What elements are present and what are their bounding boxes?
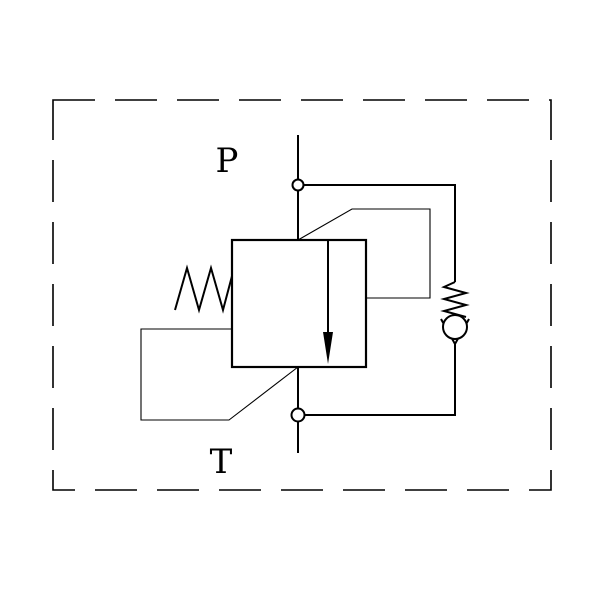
check-valve-ball [442,314,468,340]
junction-top [291,178,305,192]
bypass-line-upper [304,184,456,282]
enclosure-boundary [52,99,552,491]
pilot-line-lower [140,328,299,421]
port-label-t: T [210,442,233,482]
bypass-line-lower [305,344,456,416]
valve-body [230,238,368,369]
junction-bottom [290,407,306,423]
port-label-p: P [216,141,239,181]
check-valve-spring [440,281,470,318]
pilot-line-upper [297,208,431,299]
flow-arrow-head [323,332,333,364]
main-spring [174,264,233,314]
